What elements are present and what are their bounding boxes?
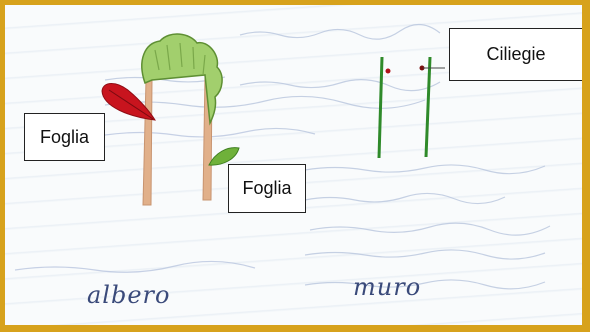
cherry-stem-right xyxy=(424,56,432,158)
background-handwriting xyxy=(14,23,551,290)
cherry-right xyxy=(419,65,425,71)
green-leaf xyxy=(208,147,240,166)
handwritten-word-tree: albero xyxy=(87,281,171,309)
tree-trunk-left xyxy=(142,79,153,206)
label-cherries: Ciliegie xyxy=(449,28,582,81)
tree-foliage xyxy=(141,33,223,126)
handwritten-word-wall: muro xyxy=(353,273,422,301)
cherry-left xyxy=(385,68,391,74)
red-leaf xyxy=(101,83,156,121)
cherry-stem-left xyxy=(377,56,384,159)
drawing-canvas xyxy=(14,23,551,290)
label-leaf-bottom: Foglia xyxy=(228,164,306,213)
label-leaf-left: Foglia xyxy=(24,113,105,161)
